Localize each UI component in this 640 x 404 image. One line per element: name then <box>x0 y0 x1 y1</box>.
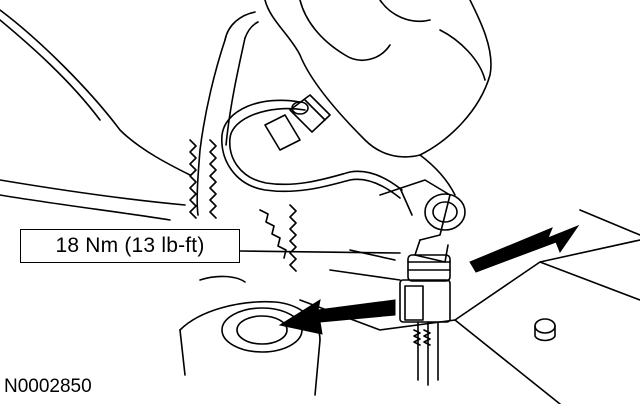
torque-callout-text: 18 Nm (13 lb-ft) <box>55 234 205 257</box>
callout-leader <box>239 250 401 254</box>
wire-harness <box>189 139 197 219</box>
small-cap <box>534 318 556 334</box>
upper-hose <box>196 39 226 216</box>
tube-fitting <box>289 94 331 133</box>
torque-callout: 18 Nm (13 lb-ft) <box>20 229 240 263</box>
upper-housing <box>264 0 492 158</box>
right-panel <box>454 261 640 321</box>
pressure-sensor <box>379 179 466 386</box>
arrow-lower <box>278 298 396 335</box>
engine-block-outline <box>0 9 191 176</box>
arrow-right <box>469 224 580 273</box>
vacuum-tube <box>221 99 401 199</box>
figure-id: N0002850 <box>4 376 92 397</box>
lower-pulley <box>179 275 321 396</box>
